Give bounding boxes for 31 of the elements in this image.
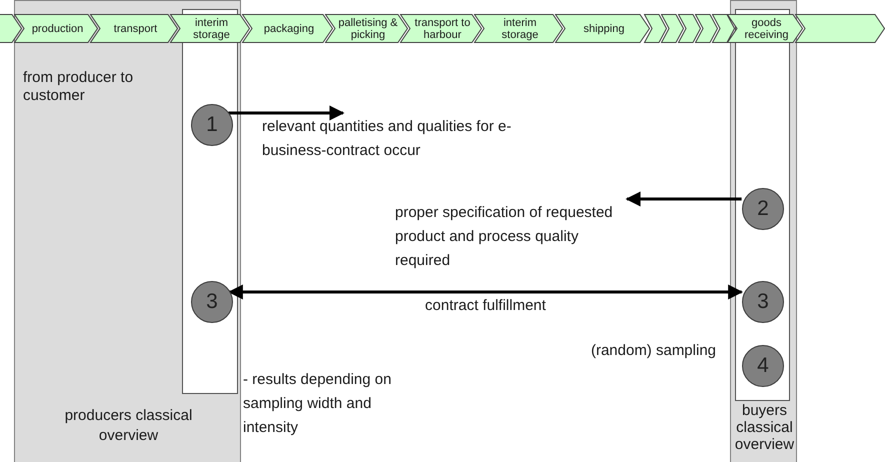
- panel-text: producers classical overview: [64, 406, 194, 446]
- step-number-circle: 4: [742, 345, 784, 387]
- process-step: [678, 14, 701, 43]
- process-step: [661, 14, 684, 43]
- step-number-circle: 2: [742, 188, 784, 230]
- note-text: proper specification of requested product and process quality required: [395, 201, 627, 273]
- process-step: [712, 14, 735, 43]
- arrow: [228, 106, 344, 120]
- note-text: relevant quantities and qualities for e-business-contract occur: [262, 115, 524, 163]
- step-number-circle: 1: [191, 104, 233, 146]
- process-step: packaging: [242, 14, 333, 43]
- arrow: [228, 284, 744, 300]
- storage-column-box: [182, 9, 238, 394]
- note-text: (random) sampling: [590, 341, 716, 361]
- process-step: [644, 14, 667, 43]
- process-step: palletising & picking: [325, 14, 408, 43]
- note-text: - results depending on sampling width and intensity: [243, 370, 392, 438]
- step-number-circle: 3: [742, 281, 784, 323]
- process-step: [695, 14, 718, 43]
- process-step: transport to harbour: [400, 14, 482, 43]
- panel-text: buyers classical overview: [734, 402, 796, 453]
- panel-text: from producer to customer: [23, 69, 134, 105]
- process-step: [795, 14, 885, 43]
- step-number-circle: 3: [191, 281, 233, 323]
- overview-panel: [730, 0, 797, 462]
- overview-panel: [14, 0, 241, 462]
- edge-label: contract fulfillment: [366, 294, 606, 318]
- process-step: interim storage: [474, 14, 563, 43]
- process-step: interim storage: [170, 14, 250, 43]
- arrow: [626, 192, 742, 206]
- storage-column-box: [735, 9, 790, 401]
